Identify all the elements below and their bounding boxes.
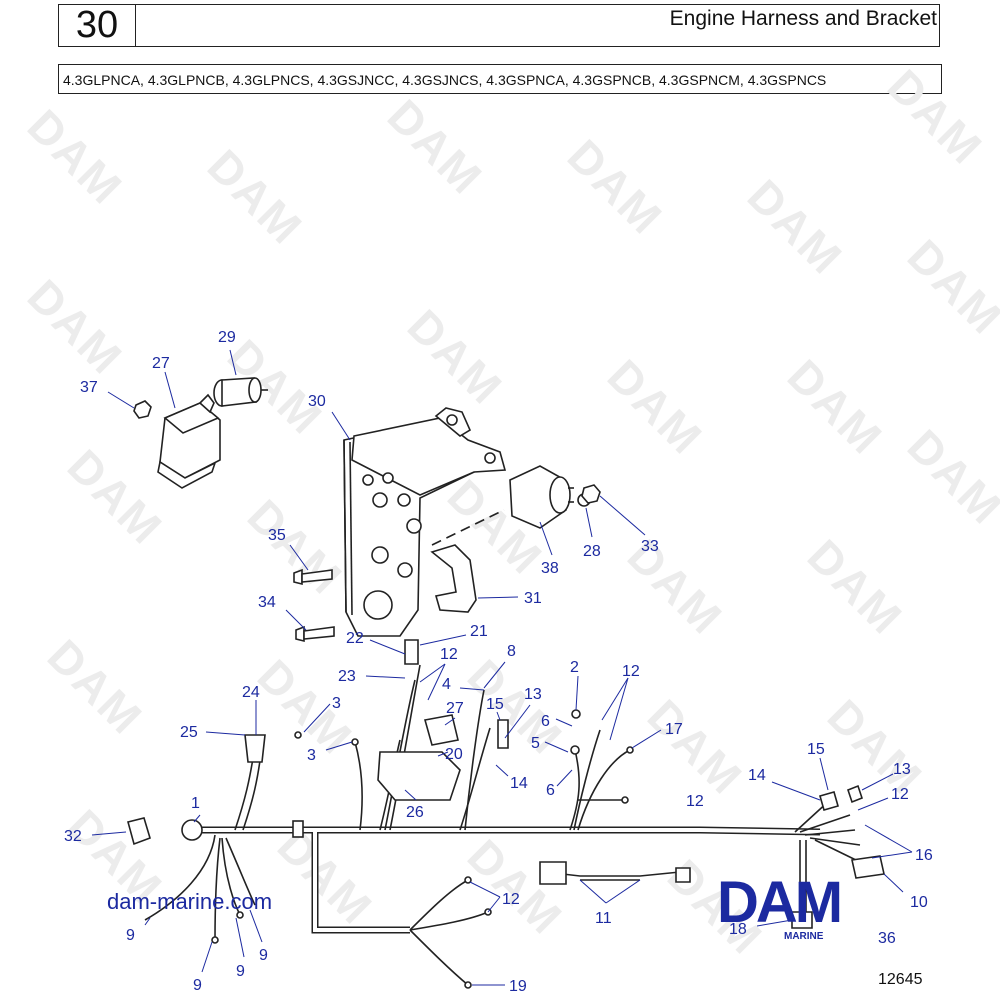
callout-number: 9 <box>193 977 202 994</box>
callout-number: 6 <box>541 713 550 730</box>
ring-terminal <box>464 981 472 989</box>
screw-part <box>293 568 333 586</box>
relay-part <box>157 393 221 489</box>
callout-number: 9 <box>259 947 268 964</box>
callout-number: 18 <box>729 921 747 938</box>
diagram-id: 12645 <box>878 971 923 988</box>
callout-number: 15 <box>807 741 825 758</box>
callout-number: 12 <box>891 786 909 803</box>
relay-part <box>423 714 459 746</box>
ring-terminal <box>626 746 634 754</box>
callout-number: 20 <box>445 746 463 763</box>
callout-number: 33 <box>641 538 659 555</box>
callout-number: 15 <box>486 696 504 713</box>
grommet-part <box>127 817 151 846</box>
callout-number: 25 <box>180 724 198 741</box>
callout-number: 12 <box>440 646 458 663</box>
nut-part <box>581 484 601 504</box>
callout-labels: 29 27 37 30 35 38 28 33 34 31 22 21 12 2… <box>64 329 933 995</box>
callout-number: 28 <box>583 543 601 560</box>
callout-number: 10 <box>910 894 928 911</box>
callout-number: 31 <box>524 590 542 607</box>
callout-number: 27 <box>446 700 464 717</box>
website-text: dam-marine.com <box>107 889 273 914</box>
callout-number: 9 <box>126 927 135 944</box>
mounting-bracket-part <box>343 407 507 637</box>
callout-number: 9 <box>236 963 245 980</box>
ring-terminal <box>570 745 580 755</box>
callout-number: 34 <box>258 594 276 611</box>
callout-number: 8 <box>507 643 516 660</box>
callout-number: 22 <box>346 630 364 647</box>
ring-terminal <box>294 731 302 739</box>
callout-number: 38 <box>541 560 559 577</box>
connector-part <box>675 867 691 883</box>
callout-number: 16 <box>915 847 933 864</box>
terminal-part <box>851 855 885 879</box>
model-list: 4.3GLPNCA, 4.3GLPNCB, 4.3GLPNCS, 4.3GSJN… <box>58 64 942 94</box>
circuit-breaker-part <box>509 465 574 529</box>
solenoid-part <box>213 377 268 407</box>
callout-number: 37 <box>80 379 98 396</box>
header-box: 30 Engine Harness and Bracket <box>58 4 940 47</box>
ring-terminal <box>211 936 219 944</box>
ring-terminal <box>236 911 244 919</box>
fuse-part <box>497 719 509 749</box>
dam-logo: DAM <box>717 870 843 935</box>
callout-number: 5 <box>531 735 540 752</box>
callout-number: 36 <box>878 930 896 947</box>
fuse-holder-part <box>847 784 863 804</box>
callout-number: 14 <box>510 775 528 792</box>
callout-number: 13 <box>524 686 542 703</box>
callout-number: 24 <box>242 684 260 701</box>
connector-part <box>244 734 266 763</box>
ring-terminal <box>351 738 359 746</box>
callout-number: 26 <box>406 804 424 821</box>
callout-number: 12 <box>686 793 704 810</box>
ring-terminal <box>571 709 581 719</box>
nut-part <box>133 400 152 419</box>
callout-number: 35 <box>268 527 286 544</box>
plate-part <box>430 544 477 613</box>
callout-number: 4 <box>442 676 451 693</box>
callout-number: 14 <box>748 767 766 784</box>
callout-number: 12 <box>502 891 520 908</box>
callout-number: 6 <box>546 782 555 799</box>
callout-number: 21 <box>470 623 488 640</box>
callout-number: 23 <box>338 668 356 685</box>
terminal-block-part <box>377 751 461 801</box>
page-title: Engine Harness and Bracket <box>669 7 937 30</box>
callout-number: 29 <box>218 329 236 346</box>
callout-number: 2 <box>570 659 579 676</box>
connector-part <box>791 911 813 929</box>
callout-number: 13 <box>893 761 911 778</box>
callout-number: 3 <box>307 747 316 764</box>
callout-number: 17 <box>665 721 683 738</box>
callout-number: 19 <box>509 978 527 995</box>
fuse-part <box>819 791 839 811</box>
dam-logo-subtitle: MARINE <box>784 931 824 942</box>
page-number: 30 <box>59 4 136 46</box>
callout-number: 1 <box>191 795 200 812</box>
ring-terminal <box>464 876 472 884</box>
callout-number: 3 <box>332 695 341 712</box>
callout-number: 11 <box>595 910 612 927</box>
callout-number: 30 <box>308 393 326 410</box>
connector-part <box>404 639 419 665</box>
leader-lines <box>91 349 913 986</box>
callout-number: 32 <box>64 828 82 845</box>
connector-part <box>539 861 567 885</box>
wiring-harness <box>144 664 861 986</box>
screw-part <box>295 625 335 643</box>
callout-number: 27 <box>152 355 170 372</box>
ring-terminal <box>621 796 629 804</box>
callout-number: 12 <box>622 663 640 680</box>
